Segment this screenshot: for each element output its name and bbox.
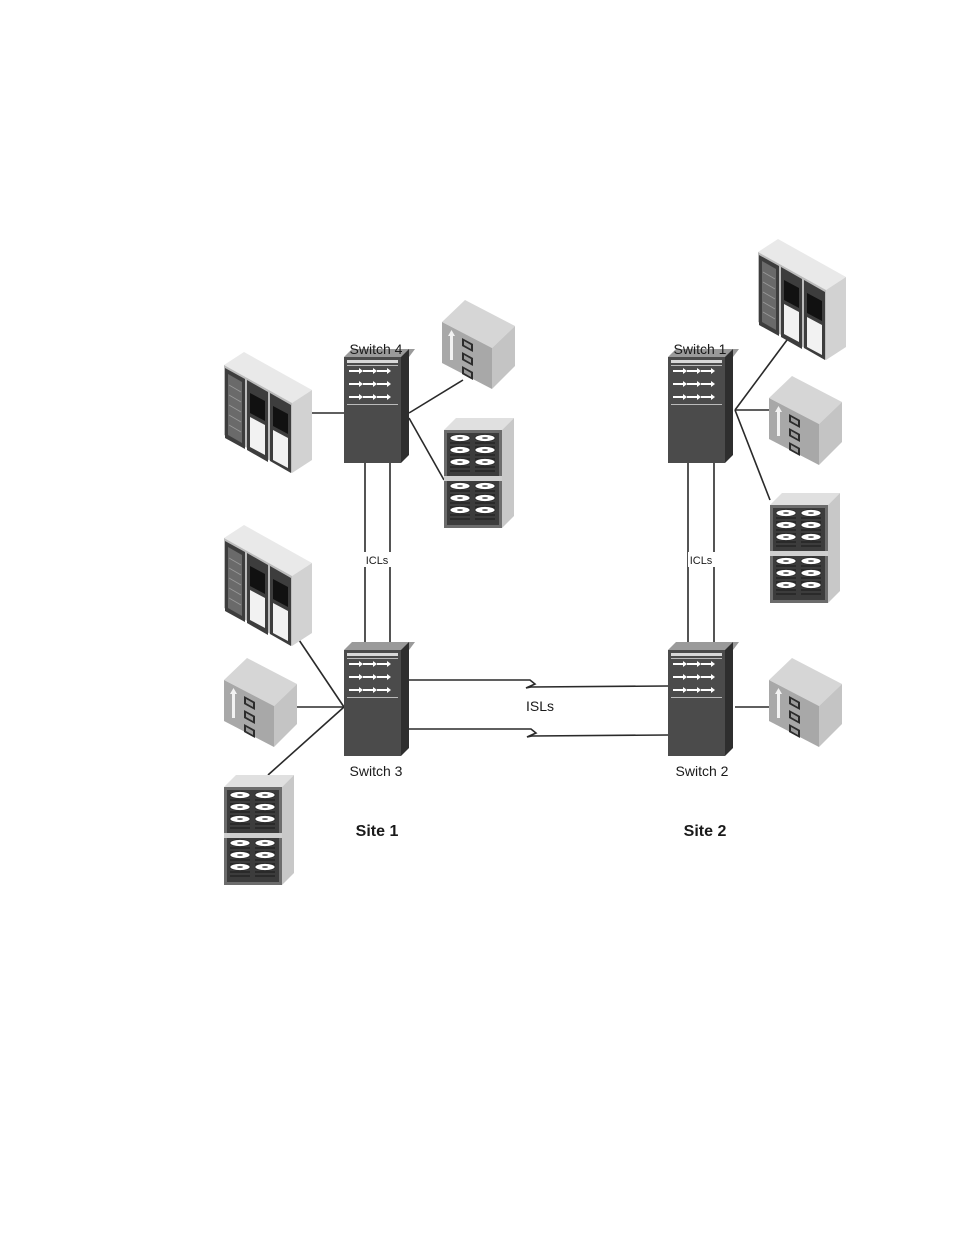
server-rack-icon bbox=[758, 239, 846, 360]
link-server-switch3 bbox=[297, 637, 344, 707]
switch-1-label: Switch 1 bbox=[674, 341, 727, 357]
isl-label: ISLs bbox=[526, 698, 554, 714]
switch-2-label: Switch 2 bbox=[676, 763, 729, 779]
site-2-label: Site 2 bbox=[684, 823, 727, 840]
icl-left-label: ICLs bbox=[366, 555, 389, 567]
disk-array-icon bbox=[444, 418, 514, 528]
isl-line-bottom bbox=[409, 729, 668, 737]
site-1-label: Site 1 bbox=[356, 823, 399, 840]
switch-4-icon bbox=[344, 349, 415, 463]
link-switch1-array bbox=[735, 410, 770, 500]
disk-array-icon bbox=[224, 775, 294, 885]
link-switch4-array bbox=[409, 418, 444, 480]
storage-box-icon bbox=[442, 300, 515, 389]
server-rack-icon bbox=[224, 352, 312, 473]
storage-box-icon bbox=[769, 658, 842, 747]
switch-4-label: Switch 4 bbox=[350, 341, 403, 357]
switch-3-label: Switch 3 bbox=[350, 763, 403, 779]
icl-right-label: ICLs bbox=[690, 555, 713, 567]
server-rack-icon bbox=[224, 525, 312, 646]
storage-box-icon bbox=[769, 376, 842, 465]
switch-2-icon bbox=[668, 642, 739, 756]
link-switch4-box bbox=[409, 380, 463, 413]
isl-line-top bbox=[409, 680, 668, 688]
switch-3-icon bbox=[344, 642, 415, 756]
disk-array-icon bbox=[770, 493, 840, 603]
storage-box-icon bbox=[224, 658, 297, 747]
switch-1-icon bbox=[668, 349, 739, 463]
